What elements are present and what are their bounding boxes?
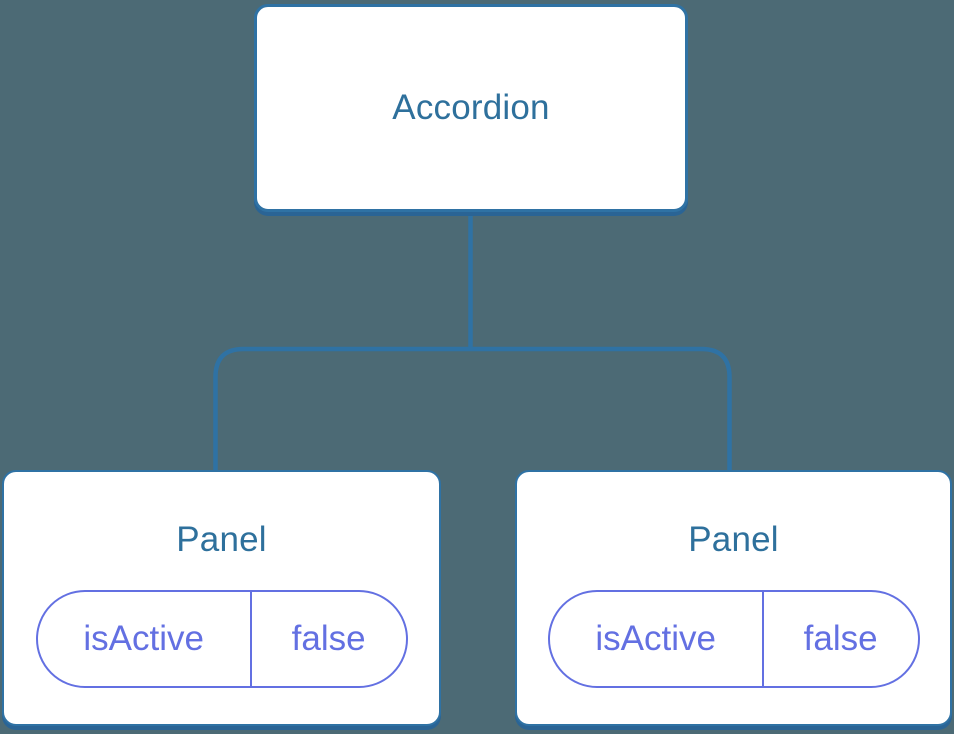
connector-branch-line	[213, 346, 732, 472]
prop-value: false	[249, 592, 406, 686]
prop-name: isActive	[595, 619, 716, 658]
prop-value: false	[761, 592, 918, 686]
prop-pill: isActive false	[547, 590, 920, 688]
prop-pill: isActive false	[35, 590, 408, 688]
component-label: Accordion	[392, 88, 550, 127]
component-node-panel-1: Panel isActive false	[2, 470, 441, 726]
component-label: Panel	[688, 520, 779, 559]
prop-name: isActive	[83, 619, 204, 658]
component-label: Panel	[176, 520, 267, 559]
component-node-accordion: Accordion	[254, 4, 688, 212]
component-node-panel-2: Panel isActive false	[515, 470, 952, 726]
